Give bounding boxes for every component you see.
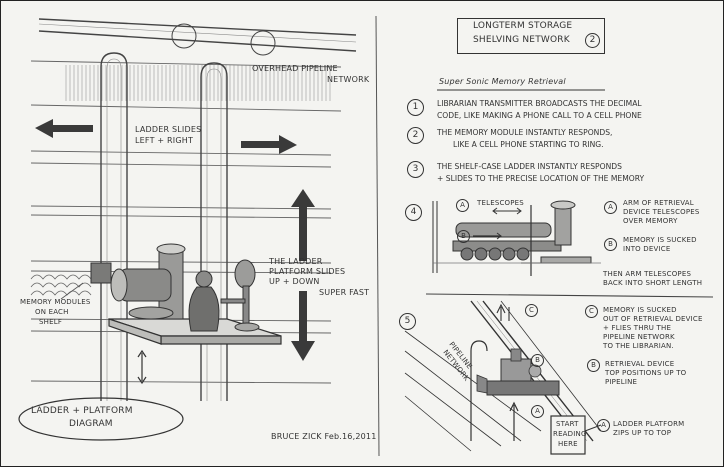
ladder-rails	[100, 52, 228, 401]
step-3-number: 3	[407, 161, 424, 178]
step4-sketch	[432, 200, 601, 276]
step-2-line-2: LIKE A CELL PHONE STARTING TO RING.	[453, 140, 604, 149]
step5-note-b-2: TOP POSITIONS UP TO	[605, 369, 687, 377]
step4-tag-a: A	[456, 199, 469, 212]
step-5-number: 5	[399, 313, 416, 330]
librarian-figure	[188, 270, 220, 332]
step4-note-a-1: ARM OF RETRIEVAL	[623, 199, 694, 207]
memory-label-3: SHELF	[39, 318, 63, 326]
step4-then-1: THEN ARM TELESCOPES	[603, 270, 692, 278]
step-3-line-2: + SLIDES TO THE PRECISE LOCATION OF THE …	[437, 174, 645, 183]
step-1-number: 1	[407, 99, 424, 116]
start-reading-3: HERE	[558, 440, 578, 448]
caption-line-1: LADDER + PLATFORM	[31, 406, 133, 416]
step5-note-c-tag: C	[585, 305, 598, 318]
ladder-slides-label-1: LADDER SLIDES	[135, 125, 202, 134]
step5-note-c-1: MEMORY IS SUCKED	[603, 306, 677, 314]
step5-tag-a-sketch: A	[531, 405, 544, 418]
caption-ellipse	[18, 397, 184, 441]
start-reading-2: READING	[553, 430, 587, 438]
step4-note-b-1: MEMORY IS SUCKED	[623, 236, 697, 244]
memory-modules-drawing	[30, 274, 92, 296]
step4-telescopes-label: TELESCOPES	[477, 199, 524, 207]
platform-updown-arrow	[137, 349, 147, 385]
sheet-title-box	[457, 18, 605, 54]
step-separator	[425, 293, 714, 298]
step4-note-a-3: OVER MEMORY	[623, 217, 678, 225]
step4-then-2: BACK INTO SHORT LENGTH	[603, 279, 703, 287]
step4-note-a-tag: A	[604, 201, 617, 214]
step5-note-c-3: + FLIES THRU THE	[603, 324, 672, 332]
section-subtitle: Super Sonic Memory Retrieval	[439, 77, 566, 86]
slide-down-arrow	[291, 291, 315, 361]
slide-up-arrow	[291, 189, 315, 261]
step5-sketch	[404, 300, 602, 452]
overhead-pipeline-drawing	[38, 18, 357, 56]
slide-right-arrow	[241, 135, 297, 154]
retrieval-device-drawing	[90, 243, 186, 320]
platform-label-2: PLATFORM SLIDES	[269, 267, 346, 276]
step-2-number: 2	[407, 127, 424, 144]
step5-note-c-4: PIPELINE NETWORK	[603, 333, 675, 341]
caption-line-2: DIAGRAM	[69, 419, 113, 429]
step5-tag-b-sketch: B	[531, 354, 544, 367]
memory-module-row	[63, 65, 333, 101]
step-2-line-1: THE MEMORY MODULE INSTANTLY RESPONDS,	[437, 128, 613, 137]
panel-divider	[375, 15, 380, 457]
step5-note-c-5: TO THE LIBRARIAN.	[603, 342, 674, 350]
step4-tag-b-sketch: B	[457, 230, 470, 243]
step4-note-a-2: DEVICE TELESCOPES	[623, 208, 700, 216]
step5-note-b-3: PIPELINE	[605, 378, 638, 386]
step5-note-a-1: LADDER PLATFORM	[613, 420, 685, 428]
step5-note-c-2: OUT OF RETRIEVAL DEVICE	[603, 315, 703, 323]
pipeline-label-1: OVERHEAD PIPELINE	[252, 64, 338, 73]
step5-note-b-1: RETRIEVAL DEVICE	[605, 360, 675, 368]
step5-tag-c-sketch: C	[525, 304, 538, 317]
memory-label-1: MEMORY MODULES	[20, 298, 91, 306]
step5-note-a-2: ZIPS UP TO TOP	[613, 429, 672, 437]
step-3-line-1: THE SHELF-CASE LADDER INSTANTLY RESPONDS	[437, 162, 622, 171]
step5-note-b-tag: B	[587, 359, 600, 372]
slide-left-arrow	[35, 119, 93, 138]
ladder-slides-label-2: LEFT + RIGHT	[135, 136, 194, 145]
step4-note-b-2: INTO DEVICE	[623, 245, 671, 253]
artist-signature: BRUCE ZICK Feb.16,2011	[271, 432, 377, 441]
sheet-title-line-2: SHELVING NETWORK	[473, 35, 570, 45]
pipeline-label-2: NETWORK	[327, 75, 370, 84]
platform-label-3: UP + DOWN	[269, 277, 320, 286]
step5-note-a-tag: A	[597, 419, 610, 432]
step4-note-b-tag: B	[604, 238, 617, 251]
platform-label-1: THE LADDER	[269, 257, 323, 266]
step-1-line-2: CODE, LIKE MAKING A PHONE CALL TO A CELL…	[437, 111, 642, 120]
step-4-number: 4	[405, 204, 422, 221]
platform-label-4: SUPER FAST	[319, 288, 370, 297]
sheet-title-line-1: LONGTERM STORAGE	[473, 21, 573, 31]
step-1-line-1: LIBRARIAN TRANSMITTER BROADCASTS THE DEC…	[437, 99, 642, 108]
start-reading-box	[550, 415, 586, 455]
transmitter-drawing	[220, 259, 260, 332]
sheet-number: 2	[585, 33, 600, 48]
start-reading-1: START	[556, 420, 579, 428]
memory-label-2: ON EACH	[35, 308, 69, 316]
